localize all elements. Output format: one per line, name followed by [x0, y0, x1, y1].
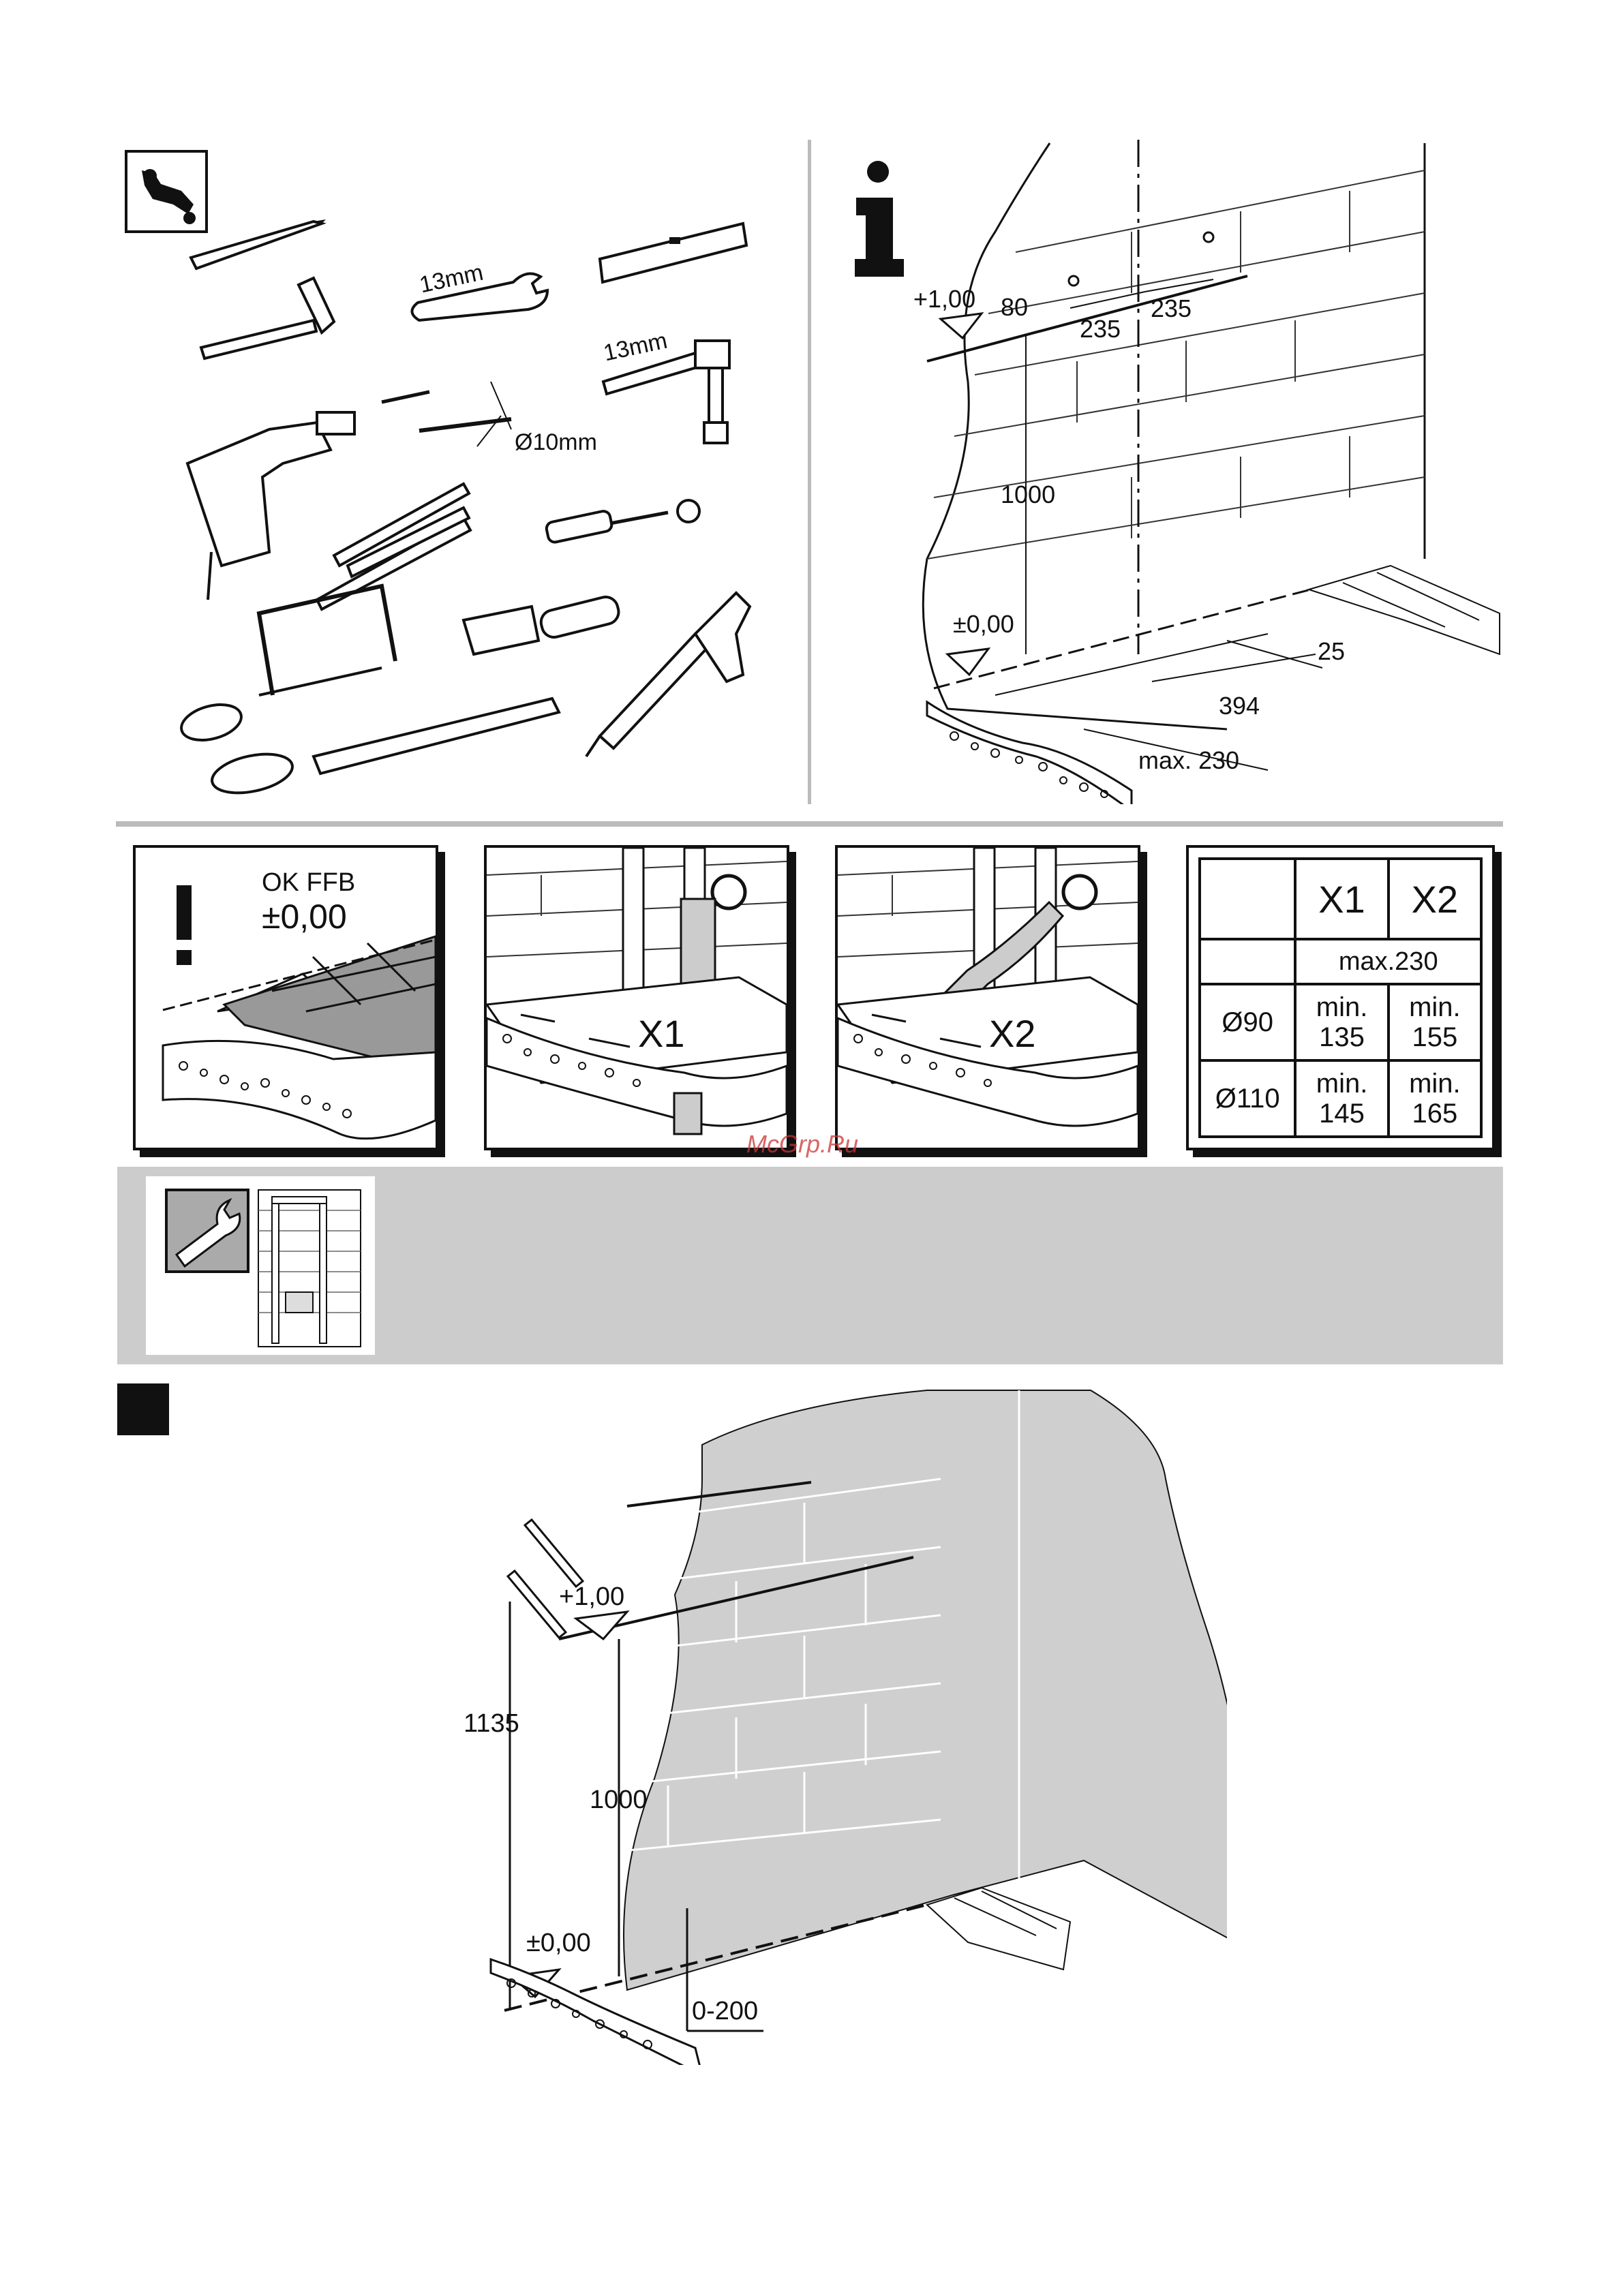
dim-range-label: 0-200: [692, 1997, 758, 2026]
x2-label: X2: [989, 1011, 1036, 1056]
table-header-x1: X1: [1295, 859, 1388, 939]
level-plus-label: +1,00: [913, 285, 975, 313]
dim-25-label: 25: [1318, 637, 1345, 666]
drill-icon: [187, 412, 354, 600]
step-marker: [117, 1383, 169, 1435]
table-row-label: Ø110: [1200, 1060, 1295, 1137]
table-cell: min.145: [1295, 1060, 1388, 1137]
vertical-divider: [808, 140, 811, 804]
dim-1000-label: 1000: [1001, 480, 1055, 509]
marking-section: +1,00 1135 1000 ±0,00 0-200: [464, 1383, 1227, 2065]
x2-panel: X2: [835, 845, 1140, 1150]
scraper-icon: [464, 594, 621, 654]
table-cell: min.155: [1389, 984, 1481, 1060]
dim-235-a-label: 235: [1080, 315, 1121, 343]
spirit-level-icon: [600, 224, 746, 282]
dimension-table: X1 X2 max.230 Ø90 min.135 min.155 Ø110 m…: [1198, 857, 1483, 1138]
table-header-x2: X2: [1389, 859, 1481, 939]
reference-thumbnail: [146, 1176, 375, 1355]
table-cell: min.135: [1295, 984, 1388, 1060]
x1-panel: X1: [484, 845, 789, 1150]
tools-illustration: [109, 136, 791, 804]
wall-marking-drawing: [464, 1383, 1227, 2065]
drill-bit-icon: [382, 382, 511, 446]
level-zero-label: ±0,00: [953, 610, 1014, 639]
reference-band: [117, 1167, 1503, 1364]
dim-394-label: 394: [1219, 692, 1260, 720]
ok-ffb-panel: OK FFB ±0,00: [133, 845, 438, 1150]
frame-thumbnail-icon: [258, 1190, 361, 1347]
dim-max-label: max. 230: [1138, 746, 1239, 775]
dim-1135-label: 1135: [464, 1709, 519, 1739]
reference-thumbnail-box: [146, 1176, 375, 1355]
x1-label: X1: [638, 1011, 685, 1056]
warning-exclamation-icon: [177, 885, 192, 940]
pencil-icon: [191, 219, 326, 269]
x1-drawing: [487, 848, 787, 1148]
level-zero-label: ±0,00: [526, 1929, 591, 1958]
pencil-icon: [508, 1520, 583, 1638]
ok-ffb-level-label: ±0,00: [262, 897, 347, 936]
table-row-label: Ø90: [1200, 984, 1295, 1060]
hacksaw-icon: [177, 586, 395, 746]
install-dimensions-section: +1,00 80 235 235 1000 ±0,00 25 394 max. …: [845, 136, 1527, 804]
horizontal-divider: [116, 821, 1503, 827]
tools-icon: [126, 151, 207, 232]
ok-ffb-label: OK FFB: [262, 868, 355, 898]
table-span-cell: max.230: [1295, 939, 1481, 984]
wall-dimension-drawing: [845, 136, 1527, 804]
file-icon: [209, 699, 559, 799]
dim-1000-label: 1000: [590, 1786, 648, 1815]
tools-section: 13mm 13mm Ø10mm: [109, 136, 791, 804]
hammer-icon: [201, 278, 334, 358]
watermark: McGrp.Ru: [746, 1130, 858, 1159]
level-plus-label: +1,00: [559, 1582, 624, 1612]
wrench-icon: [166, 1190, 248, 1272]
screwdriver-icon: [545, 500, 699, 543]
dim-235-b-label: 235: [1151, 294, 1192, 323]
folding-rule-icon: [317, 484, 470, 609]
info-icon: [855, 161, 904, 277]
dim-80-label: 80: [1001, 293, 1028, 322]
dimension-table-panel: X1 X2 max.230 Ø90 min.135 min.155 Ø110 m…: [1186, 845, 1495, 1150]
drill-size-label: Ø10mm: [515, 429, 597, 456]
table-cell: min.165: [1389, 1060, 1481, 1137]
x2-drawing: [838, 848, 1138, 1148]
